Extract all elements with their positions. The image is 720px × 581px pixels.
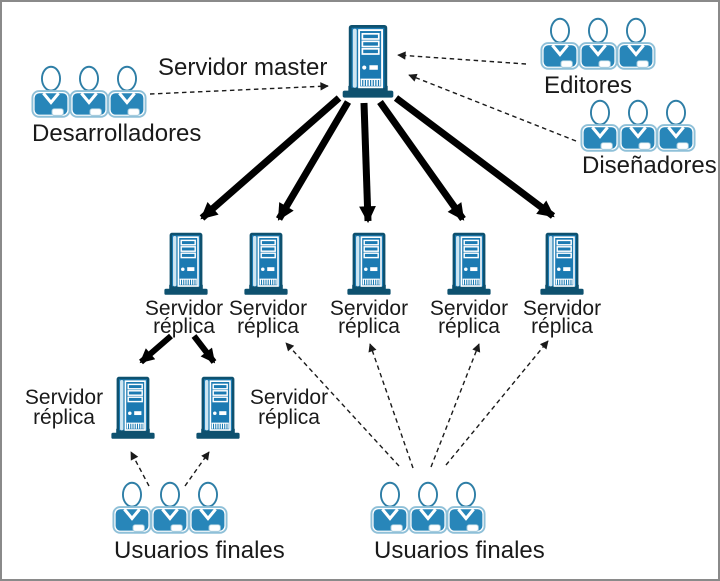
designers-group: Diseñadores — [580, 99, 717, 179]
arrow-master-to-replica-4 — [377, 99, 466, 222]
end-users-right-group: Usuarios finales — [370, 481, 545, 564]
access-arrows-dashed — [130, 51, 577, 487]
replica-label-line2: réplica — [438, 315, 500, 338]
svg-text:Servidor: Servidor — [250, 386, 328, 409]
designers-label: Diseñadores — [582, 152, 717, 179]
replica-label-line1: Servidor — [523, 297, 601, 320]
replica-label-line1: Servidor — [25, 386, 103, 409]
replica-label-line1: Servidor — [229, 297, 307, 320]
person-icon — [370, 481, 410, 535]
svg-text:Servidor: Servidor — [25, 386, 103, 409]
editors-label: Editores — [544, 72, 632, 99]
arrow-designers-to-master — [408, 73, 577, 142]
arrow-users-right-to-replica-2 — [285, 342, 400, 467]
replica-label-line1: Servidor — [250, 386, 328, 409]
server-tower-icon — [195, 376, 241, 441]
replica-label-line2: réplica — [153, 315, 215, 338]
arrow-users-right-to-replica-3 — [368, 343, 414, 469]
svg-text:Servidor: Servidor — [430, 297, 508, 320]
server-tower-icon — [346, 232, 392, 296]
editors-group: Editores — [540, 17, 656, 99]
arrow-replica-1-to-replica-7 — [191, 334, 217, 364]
arrow-users-right-to-replica-4 — [430, 343, 481, 468]
server-tower-icon — [341, 24, 395, 99]
end-users-left-label: Usuarios finales — [114, 537, 285, 564]
replica-label-line1: Servidor — [430, 297, 508, 320]
arrow-users-left-to-replica-7 — [184, 451, 210, 487]
person-icon — [540, 17, 580, 71]
svg-text:Servidor: Servidor — [330, 297, 408, 320]
person-icon — [408, 481, 448, 535]
server-tower-icon — [446, 232, 492, 296]
svg-text:Servidor: Servidor — [229, 297, 307, 320]
replica-label-line2: réplica — [338, 315, 400, 338]
arrow-master-to-replica-5 — [393, 95, 556, 219]
person-icon — [656, 99, 696, 153]
svg-text:réplica: réplica — [33, 406, 95, 429]
developers-label: Desarrolladores — [32, 120, 201, 147]
person-icon — [31, 65, 71, 119]
arrow-master-to-replica-3 — [359, 102, 376, 224]
replica-label-line2: réplica — [258, 406, 320, 429]
person-icon — [446, 481, 486, 535]
person-icon — [150, 481, 190, 535]
person-icon — [188, 481, 228, 535]
person-icon — [69, 65, 109, 119]
replica-server-node-5: Servidor réplica — [523, 232, 601, 338]
replica-label-line1: Servidor — [330, 297, 408, 320]
person-icon — [578, 17, 618, 71]
svg-text:réplica: réplica — [153, 315, 215, 338]
person-icon — [616, 17, 656, 71]
arrow-developers-to-master — [149, 82, 329, 95]
person-icon — [618, 99, 658, 153]
server-tower-icon — [163, 232, 209, 296]
master-server-label: Servidor master — [158, 54, 327, 81]
replica-server-node-6: Servidor réplica — [25, 376, 156, 441]
svg-text:réplica: réplica — [438, 315, 500, 338]
server-tower-icon — [243, 232, 289, 296]
svg-text:Servidor: Servidor — [145, 297, 223, 320]
svg-text:Servidor: Servidor — [523, 297, 601, 320]
replica-server-node-4: Servidor réplica — [430, 232, 508, 338]
replica-server-node-3: Servidor réplica — [330, 232, 408, 338]
end-users-right-label: Usuarios finales — [374, 537, 545, 564]
arrow-master-to-replica-2 — [275, 100, 352, 221]
svg-text:réplica: réplica — [338, 315, 400, 338]
replica-server-node-7: Servidor réplica — [195, 376, 328, 441]
end-users-left-group: Usuarios finales — [112, 481, 285, 564]
person-icon — [580, 99, 620, 153]
svg-text:réplica: réplica — [258, 406, 320, 429]
replica-server-node-2: Servidor réplica — [229, 232, 307, 338]
arrow-users-right-to-replica-5 — [445, 340, 549, 466]
replica-label-line2: réplica — [531, 315, 593, 338]
master-server-node: Servidor master — [158, 24, 395, 99]
replica-server-node-1: Servidor réplica — [145, 232, 223, 338]
svg-text:réplica: réplica — [237, 315, 299, 338]
arrow-users-left-to-replica-6 — [130, 451, 150, 487]
person-icon — [107, 65, 147, 119]
server-tower-icon — [539, 232, 585, 296]
svg-text:réplica: réplica — [531, 315, 593, 338]
developers-group: Desarrolladores — [31, 65, 201, 147]
replica-label-line2: réplica — [237, 315, 299, 338]
server-tower-icon — [110, 376, 156, 441]
replication-arrows-solid — [139, 95, 556, 365]
replica-label-line1: Servidor — [145, 297, 223, 320]
arrow-editors-to-master — [397, 51, 527, 65]
arrow-replica-1-to-replica-6 — [139, 333, 173, 365]
replica-label-line2: réplica — [33, 406, 95, 429]
arrow-master-to-replica-1 — [199, 95, 342, 221]
person-icon — [112, 481, 152, 535]
